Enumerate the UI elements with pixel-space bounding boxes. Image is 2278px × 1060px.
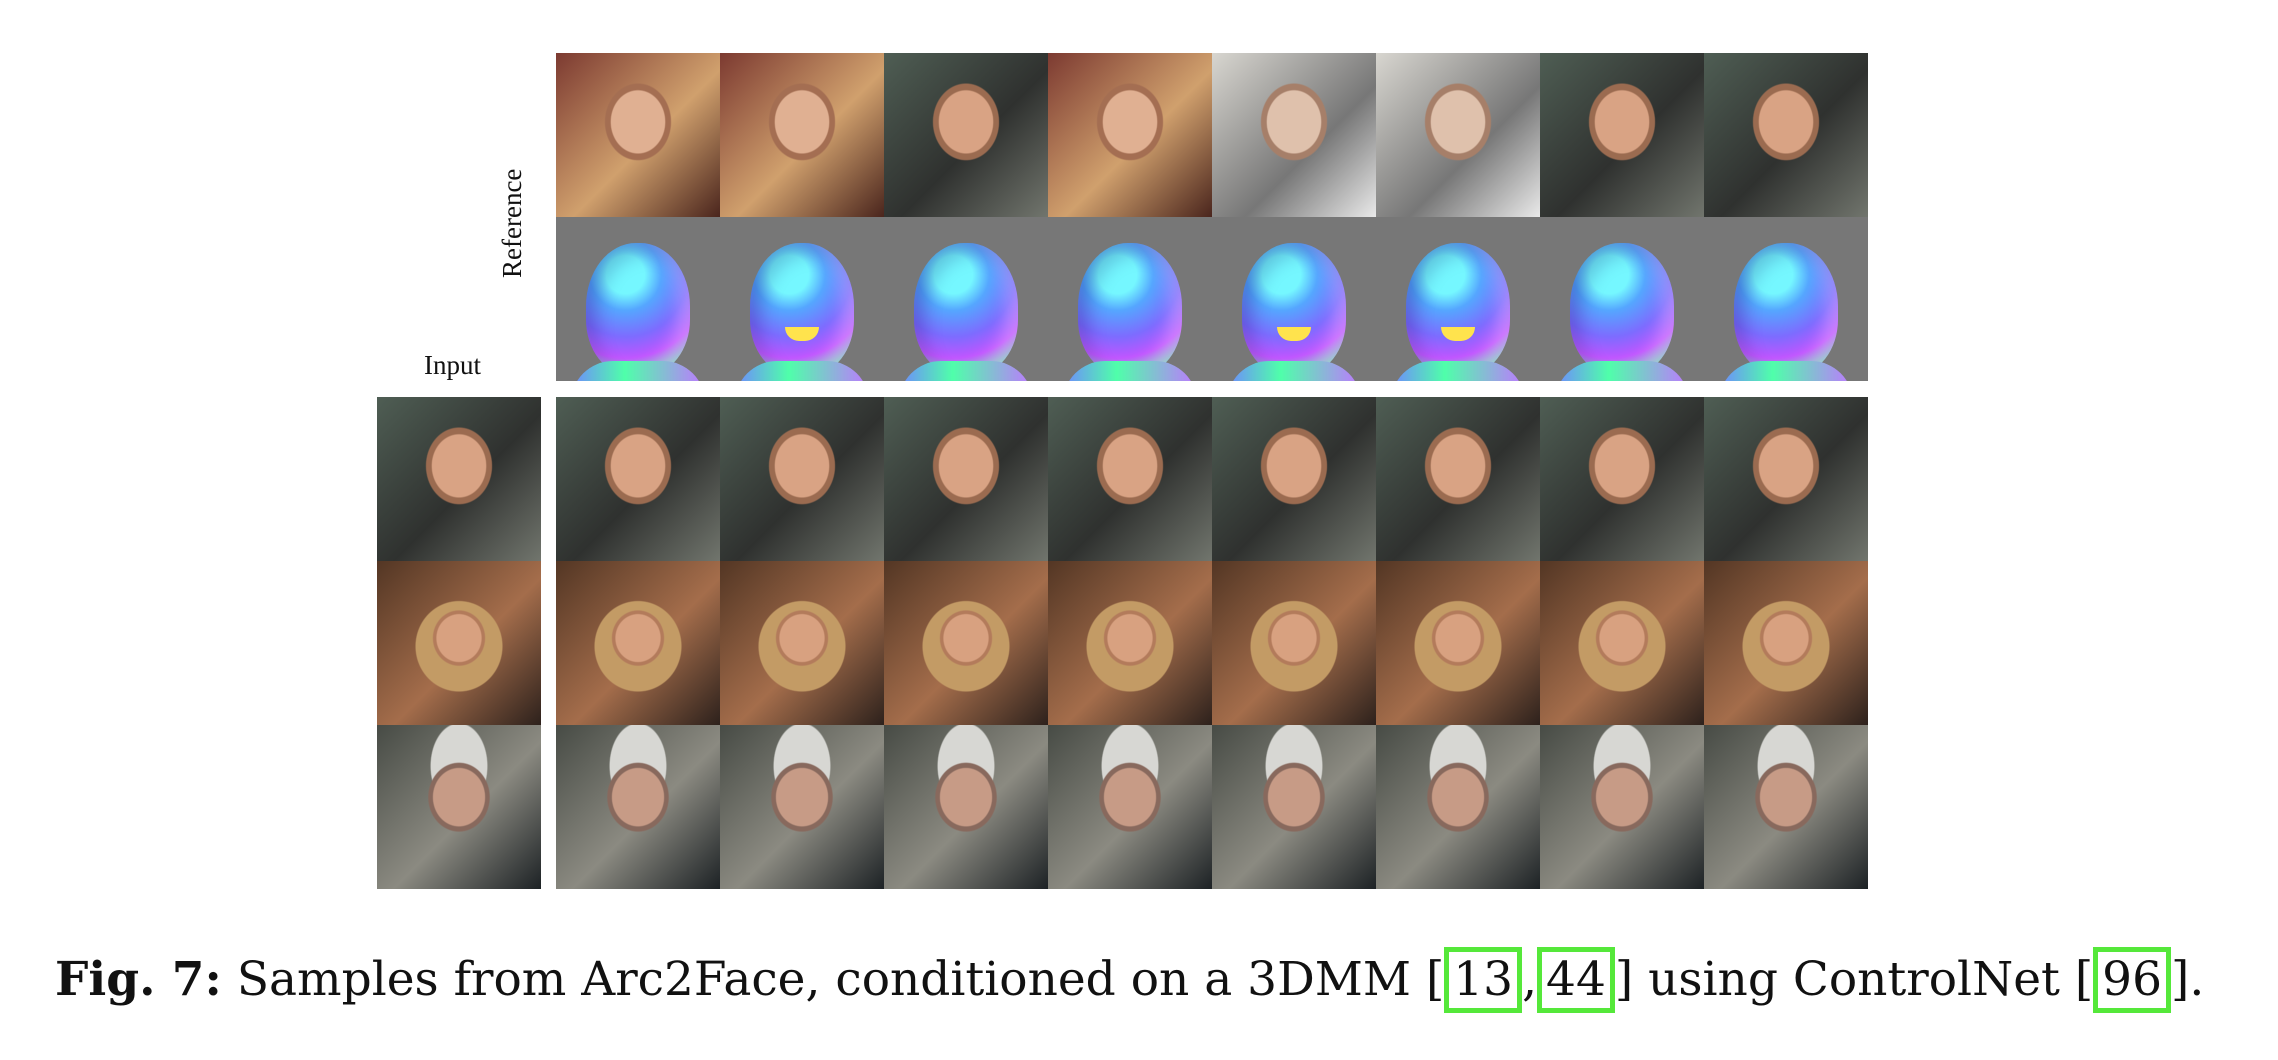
sample-image <box>884 397 1048 561</box>
reference-image-1 <box>556 53 720 217</box>
sample-image <box>884 725 1048 889</box>
input-column <box>377 397 541 889</box>
sample-row-2 <box>556 561 1868 725</box>
normal-render-7 <box>1540 217 1704 381</box>
sample-image <box>720 397 884 561</box>
sample-image <box>1376 397 1540 561</box>
sample-image <box>1704 561 1868 725</box>
reference-photo-row <box>556 53 1868 217</box>
input-image-2 <box>377 561 541 725</box>
reference-image-5 <box>1212 53 1376 217</box>
sample-image <box>1376 561 1540 725</box>
caption-text-before: Samples from Arc2Face, conditioned on a … <box>236 952 1445 1007</box>
normal-render-1 <box>556 217 720 381</box>
sample-row-3 <box>556 725 1868 889</box>
sample-image <box>1048 561 1212 725</box>
input-image-3 <box>377 725 541 889</box>
reference-normal-row <box>556 217 1868 381</box>
sample-image <box>1704 397 1868 561</box>
sample-image <box>1704 725 1868 889</box>
input-label: Input <box>424 350 481 380</box>
sample-image <box>556 725 720 889</box>
reference-image-6 <box>1376 53 1540 217</box>
reference-image-8 <box>1704 53 1868 217</box>
normal-render-4 <box>1048 217 1212 381</box>
sample-image <box>556 397 720 561</box>
caption-text-after: ]. <box>2170 952 2205 1007</box>
figure-caption: Fig. 7: Samples from Arc2Face, condition… <box>55 945 2245 1015</box>
sample-image <box>1212 561 1376 725</box>
reference-image-4 <box>1048 53 1212 217</box>
reference-image-3 <box>884 53 1048 217</box>
citation-96[interactable]: 96 <box>2093 947 2171 1013</box>
sample-image <box>884 561 1048 725</box>
sample-row-1 <box>556 397 1868 561</box>
sample-image <box>1212 397 1376 561</box>
reference-label: Reference <box>497 168 527 278</box>
citation-13[interactable]: 13 <box>1444 947 1523 1013</box>
sample-image <box>720 725 884 889</box>
sample-image <box>1540 397 1704 561</box>
reference-image-2 <box>720 53 884 217</box>
sample-image <box>1048 725 1212 889</box>
reference-image-7 <box>1540 53 1704 217</box>
sample-image <box>1540 725 1704 889</box>
normal-render-2 <box>720 217 884 381</box>
mouth-highlight <box>785 327 819 341</box>
mouth-highlight <box>1277 327 1311 341</box>
sample-image <box>1048 397 1212 561</box>
sample-image <box>556 561 720 725</box>
normal-render-5 <box>1212 217 1376 381</box>
normal-render-8 <box>1704 217 1868 381</box>
sample-image <box>1376 725 1540 889</box>
mouth-highlight <box>1441 327 1475 341</box>
citation-comma: , <box>1522 952 1538 1007</box>
normal-render-3 <box>884 217 1048 381</box>
sample-image <box>1540 561 1704 725</box>
caption-text-middle: ] using ControlNet [ <box>1614 952 2094 1007</box>
input-image-1 <box>377 397 541 561</box>
figure-label: Fig. 7: <box>55 952 222 1007</box>
sample-image <box>720 561 884 725</box>
normal-render-6 <box>1376 217 1540 381</box>
citation-44[interactable]: 44 <box>1537 947 1615 1013</box>
sample-image <box>1212 725 1376 889</box>
